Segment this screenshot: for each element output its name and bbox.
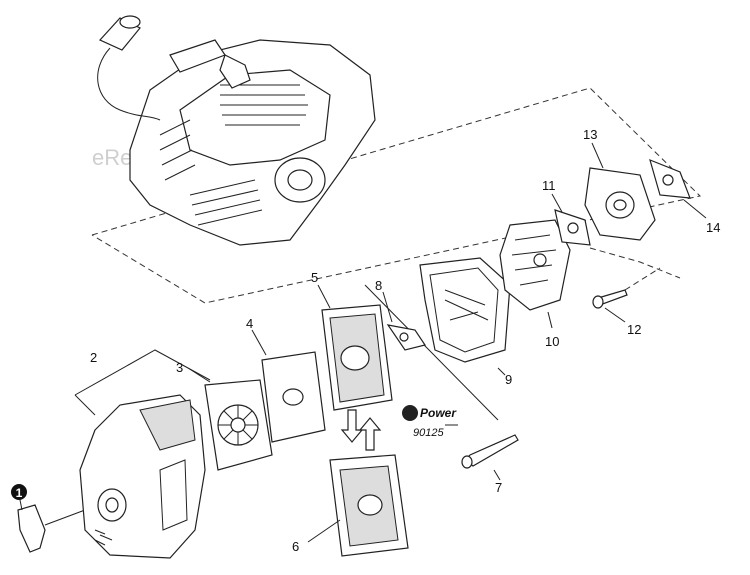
part-6-air-filter: 6 xyxy=(292,454,409,557)
part-1-knob: 1 xyxy=(11,484,86,553)
callout-2: 2 xyxy=(90,350,97,365)
repower-logo: Power 90125 xyxy=(402,405,458,439)
callout-9: 9 xyxy=(505,372,512,387)
callout-10: 10 xyxy=(545,334,559,349)
callout-4: 4 xyxy=(246,316,253,331)
install-direction-arrows xyxy=(340,409,382,451)
part-13-insulator: 13 xyxy=(583,127,656,241)
part-14-gasket: 14 xyxy=(649,158,720,235)
callout-6: 6 xyxy=(292,539,299,554)
part-5-air-filter: 5 xyxy=(311,270,393,411)
callout-1: 1 xyxy=(16,486,23,500)
part-3-filter-holder: 3 xyxy=(176,360,273,471)
engine-group-outline xyxy=(91,87,702,304)
callout-1-marker xyxy=(11,484,27,500)
callout-5: 5 xyxy=(311,270,318,285)
callout-8: 8 xyxy=(375,278,382,293)
callout-14: 14 xyxy=(706,220,720,235)
repower-brand: Power xyxy=(420,406,457,420)
callout-7: 7 xyxy=(495,480,502,495)
callout-13: 13 xyxy=(583,127,597,142)
part-11-carburetor-gasket: 11 xyxy=(542,178,591,246)
callout-12: 12 xyxy=(627,322,641,337)
assembly-line-12b xyxy=(624,267,661,291)
part-2-air-cleaner-cover: 2 xyxy=(74,349,211,559)
assembly-line-12 xyxy=(589,247,681,279)
part-4-foam-element: 4 xyxy=(246,316,326,443)
repower-part-number: 90125 xyxy=(413,427,444,439)
part-10-carburetor: 10 xyxy=(499,219,571,349)
part-8-gasket: 8 xyxy=(375,278,426,351)
callout-11: 11 xyxy=(542,178,556,193)
callout-3: 3 xyxy=(176,360,183,375)
part-12-screw: 12 xyxy=(592,289,641,337)
engine-assembly xyxy=(97,15,376,246)
part-9-air-cleaner-base: 9 xyxy=(419,257,512,387)
